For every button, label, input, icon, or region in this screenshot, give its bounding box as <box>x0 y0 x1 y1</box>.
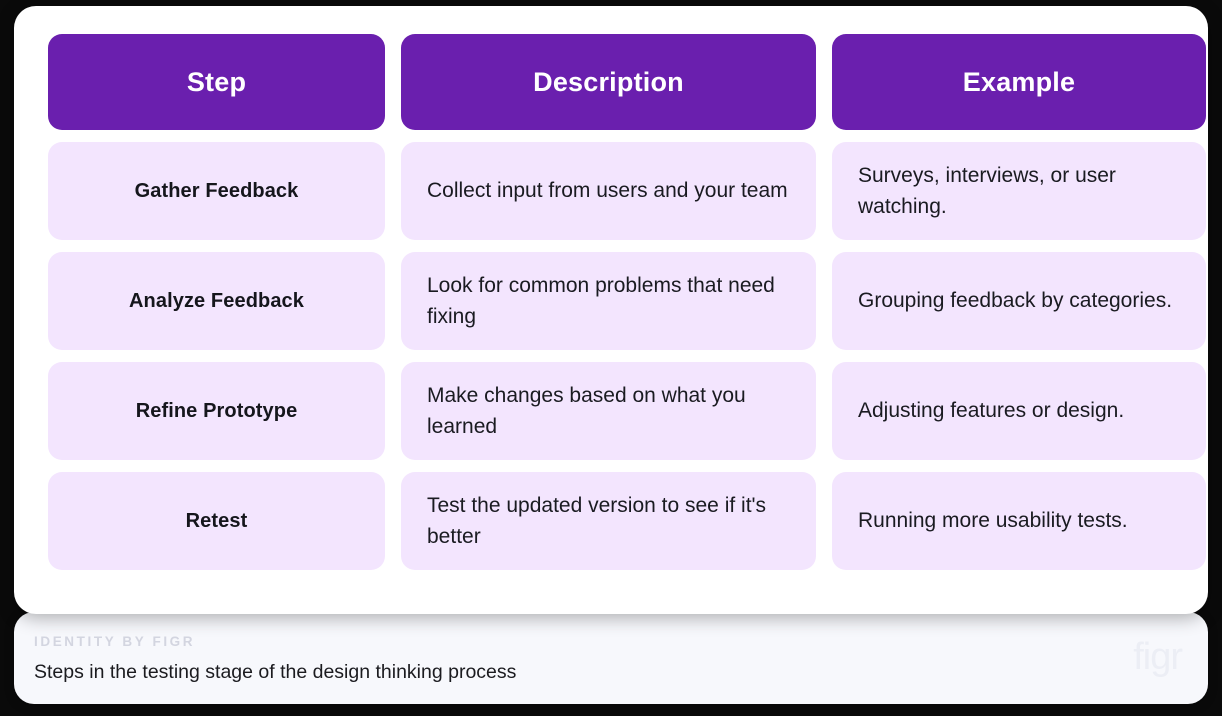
figr-logo-watermark: figr <box>1133 636 1183 678</box>
step-label: Gather Feedback <box>134 179 299 202</box>
table-cell-example: Adjusting features or design. <box>832 362 1206 460</box>
description-text: Test the updated version to see if it's … <box>427 493 767 549</box>
table-row: Gather Feedback Collect input from users… <box>48 142 1206 240</box>
example-text: Adjusting features or design. <box>858 399 1125 423</box>
table-cell-step: Gather Feedback <box>48 142 385 240</box>
steps-table: Step Description Example Gather Feedback… <box>48 34 1206 570</box>
description-text: Make changes based on what you learned <box>427 383 746 439</box>
table-cell-description: Make changes based on what you learned <box>401 362 816 460</box>
column-header-label: Step <box>186 66 247 97</box>
example-text: Running more usability tests. <box>858 509 1128 533</box>
example-text: Grouping feedback by categories. <box>858 289 1173 313</box>
table-header-cell-example: Example <box>832 34 1206 130</box>
table-header-cell-description: Description <box>401 34 816 130</box>
table-cell-step: Analyze Feedback <box>48 252 385 350</box>
table-cell-example: Surveys, interviews, or user watching. <box>832 142 1206 240</box>
step-label: Refine Prototype <box>135 399 298 422</box>
table-cell-description: Look for common problems that need fixin… <box>401 252 816 350</box>
table-cell-example: Running more usability tests. <box>832 472 1206 570</box>
content-card: Step Description Example Gather Feedback… <box>14 6 1208 614</box>
table-cell-example: Grouping feedback by categories. <box>832 252 1206 350</box>
identity-eyebrow: IDENTITY BY FIGR <box>34 634 196 649</box>
caption-title: Steps in the testing stage of the design… <box>34 661 517 684</box>
table-cell-description: Collect input from users and your team <box>401 142 816 240</box>
table-row: Refine Prototype Make changes based on w… <box>48 362 1206 460</box>
table-row: Analyze Feedback Look for common problem… <box>48 252 1206 350</box>
table-cell-step: Refine Prototype <box>48 362 385 460</box>
description-text: Look for common problems that need fixin… <box>427 273 775 329</box>
table-cell-step: Retest <box>48 472 385 570</box>
table-row: Retest Test the updated version to see i… <box>48 472 1206 570</box>
description-text: Collect input from users and your team <box>427 179 788 203</box>
table-header-row: Step Description Example <box>48 34 1206 130</box>
caption-panel: IDENTITY BY FIGR Steps in the testing st… <box>14 612 1208 704</box>
caption-content: IDENTITY BY FIGR Steps in the testing st… <box>34 634 1188 685</box>
column-header-label: Example <box>962 66 1076 97</box>
step-label: Analyze Feedback <box>128 289 304 312</box>
table-cell-description: Test the updated version to see if it's … <box>401 472 816 570</box>
column-header-label: Description <box>533 66 684 97</box>
table-header-cell-step: Step <box>48 34 385 130</box>
step-label: Retest <box>185 509 248 532</box>
example-text: Surveys, interviews, or user watching. <box>858 163 1116 219</box>
